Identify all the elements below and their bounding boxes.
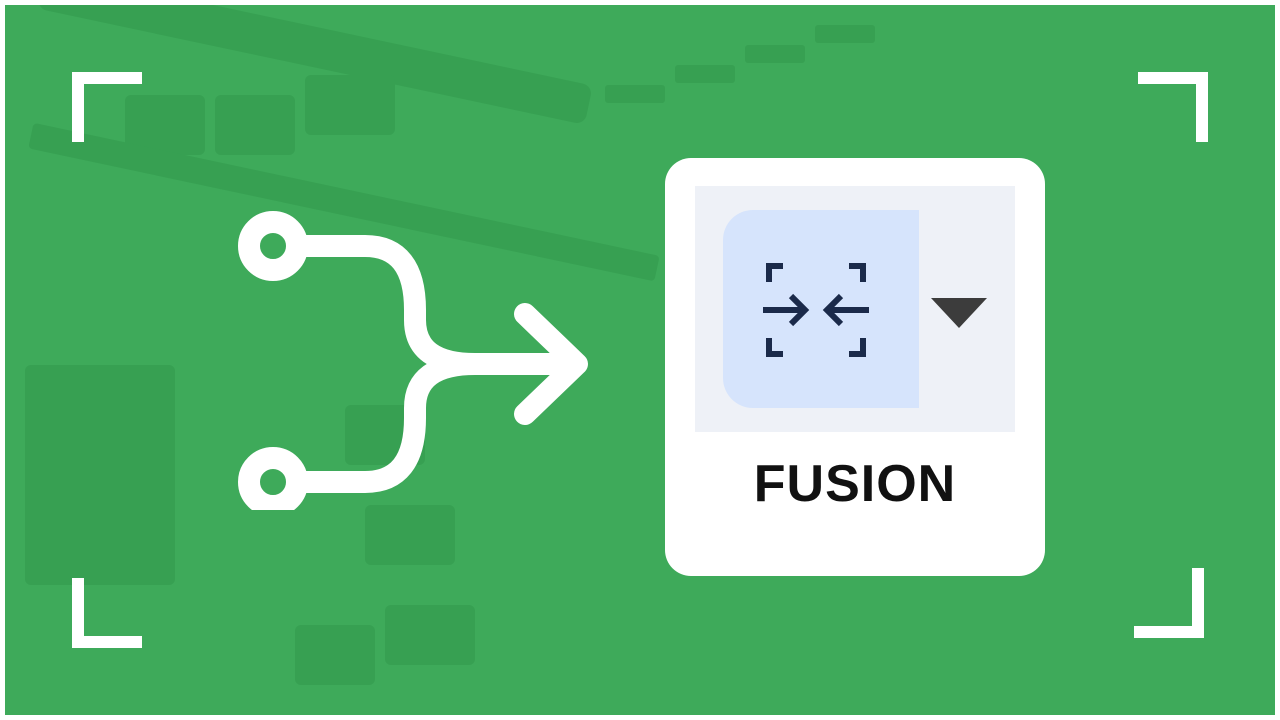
frame-corner-top-left: [72, 72, 142, 142]
faded-spreadsheet-backdrop: [5, 5, 1275, 715]
fusion-icon: [763, 263, 869, 357]
frame-corner-bottom-left: [72, 578, 142, 648]
frame-corner-top-right: [1138, 72, 1208, 142]
fusion-label: FUSION: [753, 455, 957, 513]
green-background: [5, 5, 1275, 715]
frame-corner-bottom-right: [1134, 568, 1204, 638]
toolbar-panel: [695, 186, 1015, 432]
triangle-down-icon[interactable]: [931, 298, 987, 328]
fusion-tool-card: FUSION: [665, 158, 1045, 576]
fusion-button[interactable]: [723, 210, 919, 408]
merge-arrows-icon: [238, 211, 588, 510]
